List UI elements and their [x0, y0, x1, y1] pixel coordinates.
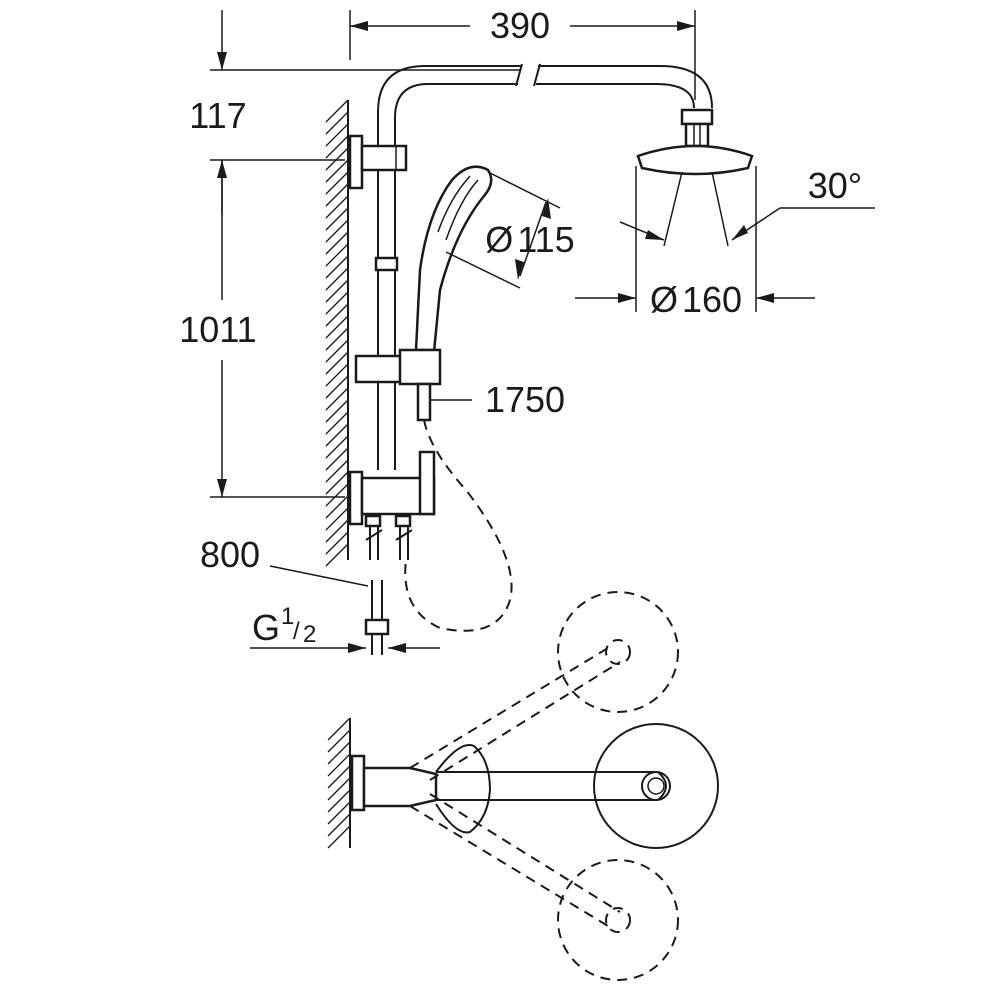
wall-hatch-line: [327, 717, 351, 741]
wall-hatch-line: [325, 435, 349, 459]
wall-hatch-line: [325, 231, 349, 255]
wall-hatch-line: [325, 411, 349, 435]
diameter-symbol-115: Ø: [485, 219, 513, 260]
wall-hatch-line: [327, 777, 351, 801]
wall-hatch-line: [327, 825, 351, 849]
connection-numerator: 1: [281, 603, 294, 630]
wall-hatch-line: [325, 543, 349, 567]
dimension-label-1750: 1750: [485, 379, 565, 420]
wall-hatch-line: [325, 303, 349, 327]
dimension-label-800: 800: [200, 534, 260, 575]
wall-hatch-line: [325, 399, 349, 423]
dimension-117: 117: [189, 10, 520, 215]
dimension-label-1011: 1011: [179, 309, 256, 350]
wall-hatch-line: [325, 483, 349, 507]
wall-hatch-line: [325, 219, 349, 243]
wall-side-view: [325, 99, 349, 567]
dimension-800: 800: [200, 534, 369, 587]
wall-hatch-line: [325, 183, 349, 207]
wall-hatch-line: [325, 495, 349, 519]
dimension-390: 390: [349, 5, 696, 100]
wall-hatch-line: [325, 243, 349, 267]
wall-hatch-line: [327, 741, 351, 765]
dimension-hose-1750: 1750: [404, 379, 565, 632]
wall-hatch-line: [325, 147, 349, 171]
hand-shower: [414, 165, 493, 362]
wall-hatch-line: [327, 813, 351, 837]
diameter-symbol-160: Ø: [650, 279, 678, 320]
wall-hatch-line: [325, 123, 349, 147]
dimension-label-390: 390: [490, 5, 550, 46]
dimension-1011: 1011: [179, 159, 345, 498]
wall-hatch-line: [325, 375, 349, 399]
connection-label-g: G: [252, 607, 280, 648]
wall-hatch-line: [325, 279, 349, 303]
dimension-label-115: 115: [517, 219, 574, 260]
dimension-label-160: 160: [682, 279, 742, 320]
wall-hatch-line: [325, 327, 349, 351]
wall-brackets: [348, 134, 442, 526]
wall-hatch-line: [327, 789, 351, 813]
wall-hatch-line: [325, 159, 349, 183]
wall-hatch-line: [325, 387, 349, 411]
wall-hatch-line: [325, 363, 349, 387]
supply-connections: [364, 514, 413, 655]
wall-hatch-line: [327, 729, 351, 753]
wall-hatch-line: [325, 339, 349, 363]
dimension-label-117: 117: [189, 95, 246, 136]
wall-hatch-line: [327, 765, 351, 789]
wall-hatch-line: [325, 315, 349, 339]
wall-hatch-line: [325, 171, 349, 195]
wall-hatch-line: [325, 519, 349, 543]
wall-hatch-line: [325, 195, 349, 219]
wall-hatch-line: [325, 531, 349, 555]
wall-hatch-line: [325, 471, 349, 495]
wall-hatch-line: [325, 351, 349, 375]
dimension-g-half: G 1 / 2: [250, 603, 440, 653]
connection-fraction-slash: /: [293, 618, 300, 645]
wall-hatch-line: [325, 291, 349, 315]
wall-hatch-line: [325, 507, 349, 531]
wall-hatch-line: [327, 753, 351, 777]
wall-hatch-line: [325, 99, 349, 123]
spray-angle-30: 30°: [619, 165, 875, 247]
connection-denominator: 2: [303, 621, 316, 648]
wall-hatch-line: [325, 207, 349, 231]
wall-hatch-line: [325, 111, 349, 135]
dimension-label-30-degrees: 30°: [808, 165, 862, 206]
wall-hatch-line: [327, 801, 351, 825]
wall-hatch-line: [325, 267, 349, 291]
head-shower: [636, 108, 754, 176]
wall-hatch-line: [325, 423, 349, 447]
wall-hatch-line: [325, 459, 349, 483]
wall-hatch-line: [325, 447, 349, 471]
plan-view: [327, 591, 719, 981]
wall-hatch-line: [325, 135, 349, 159]
wall-hatch-line: [325, 255, 349, 279]
